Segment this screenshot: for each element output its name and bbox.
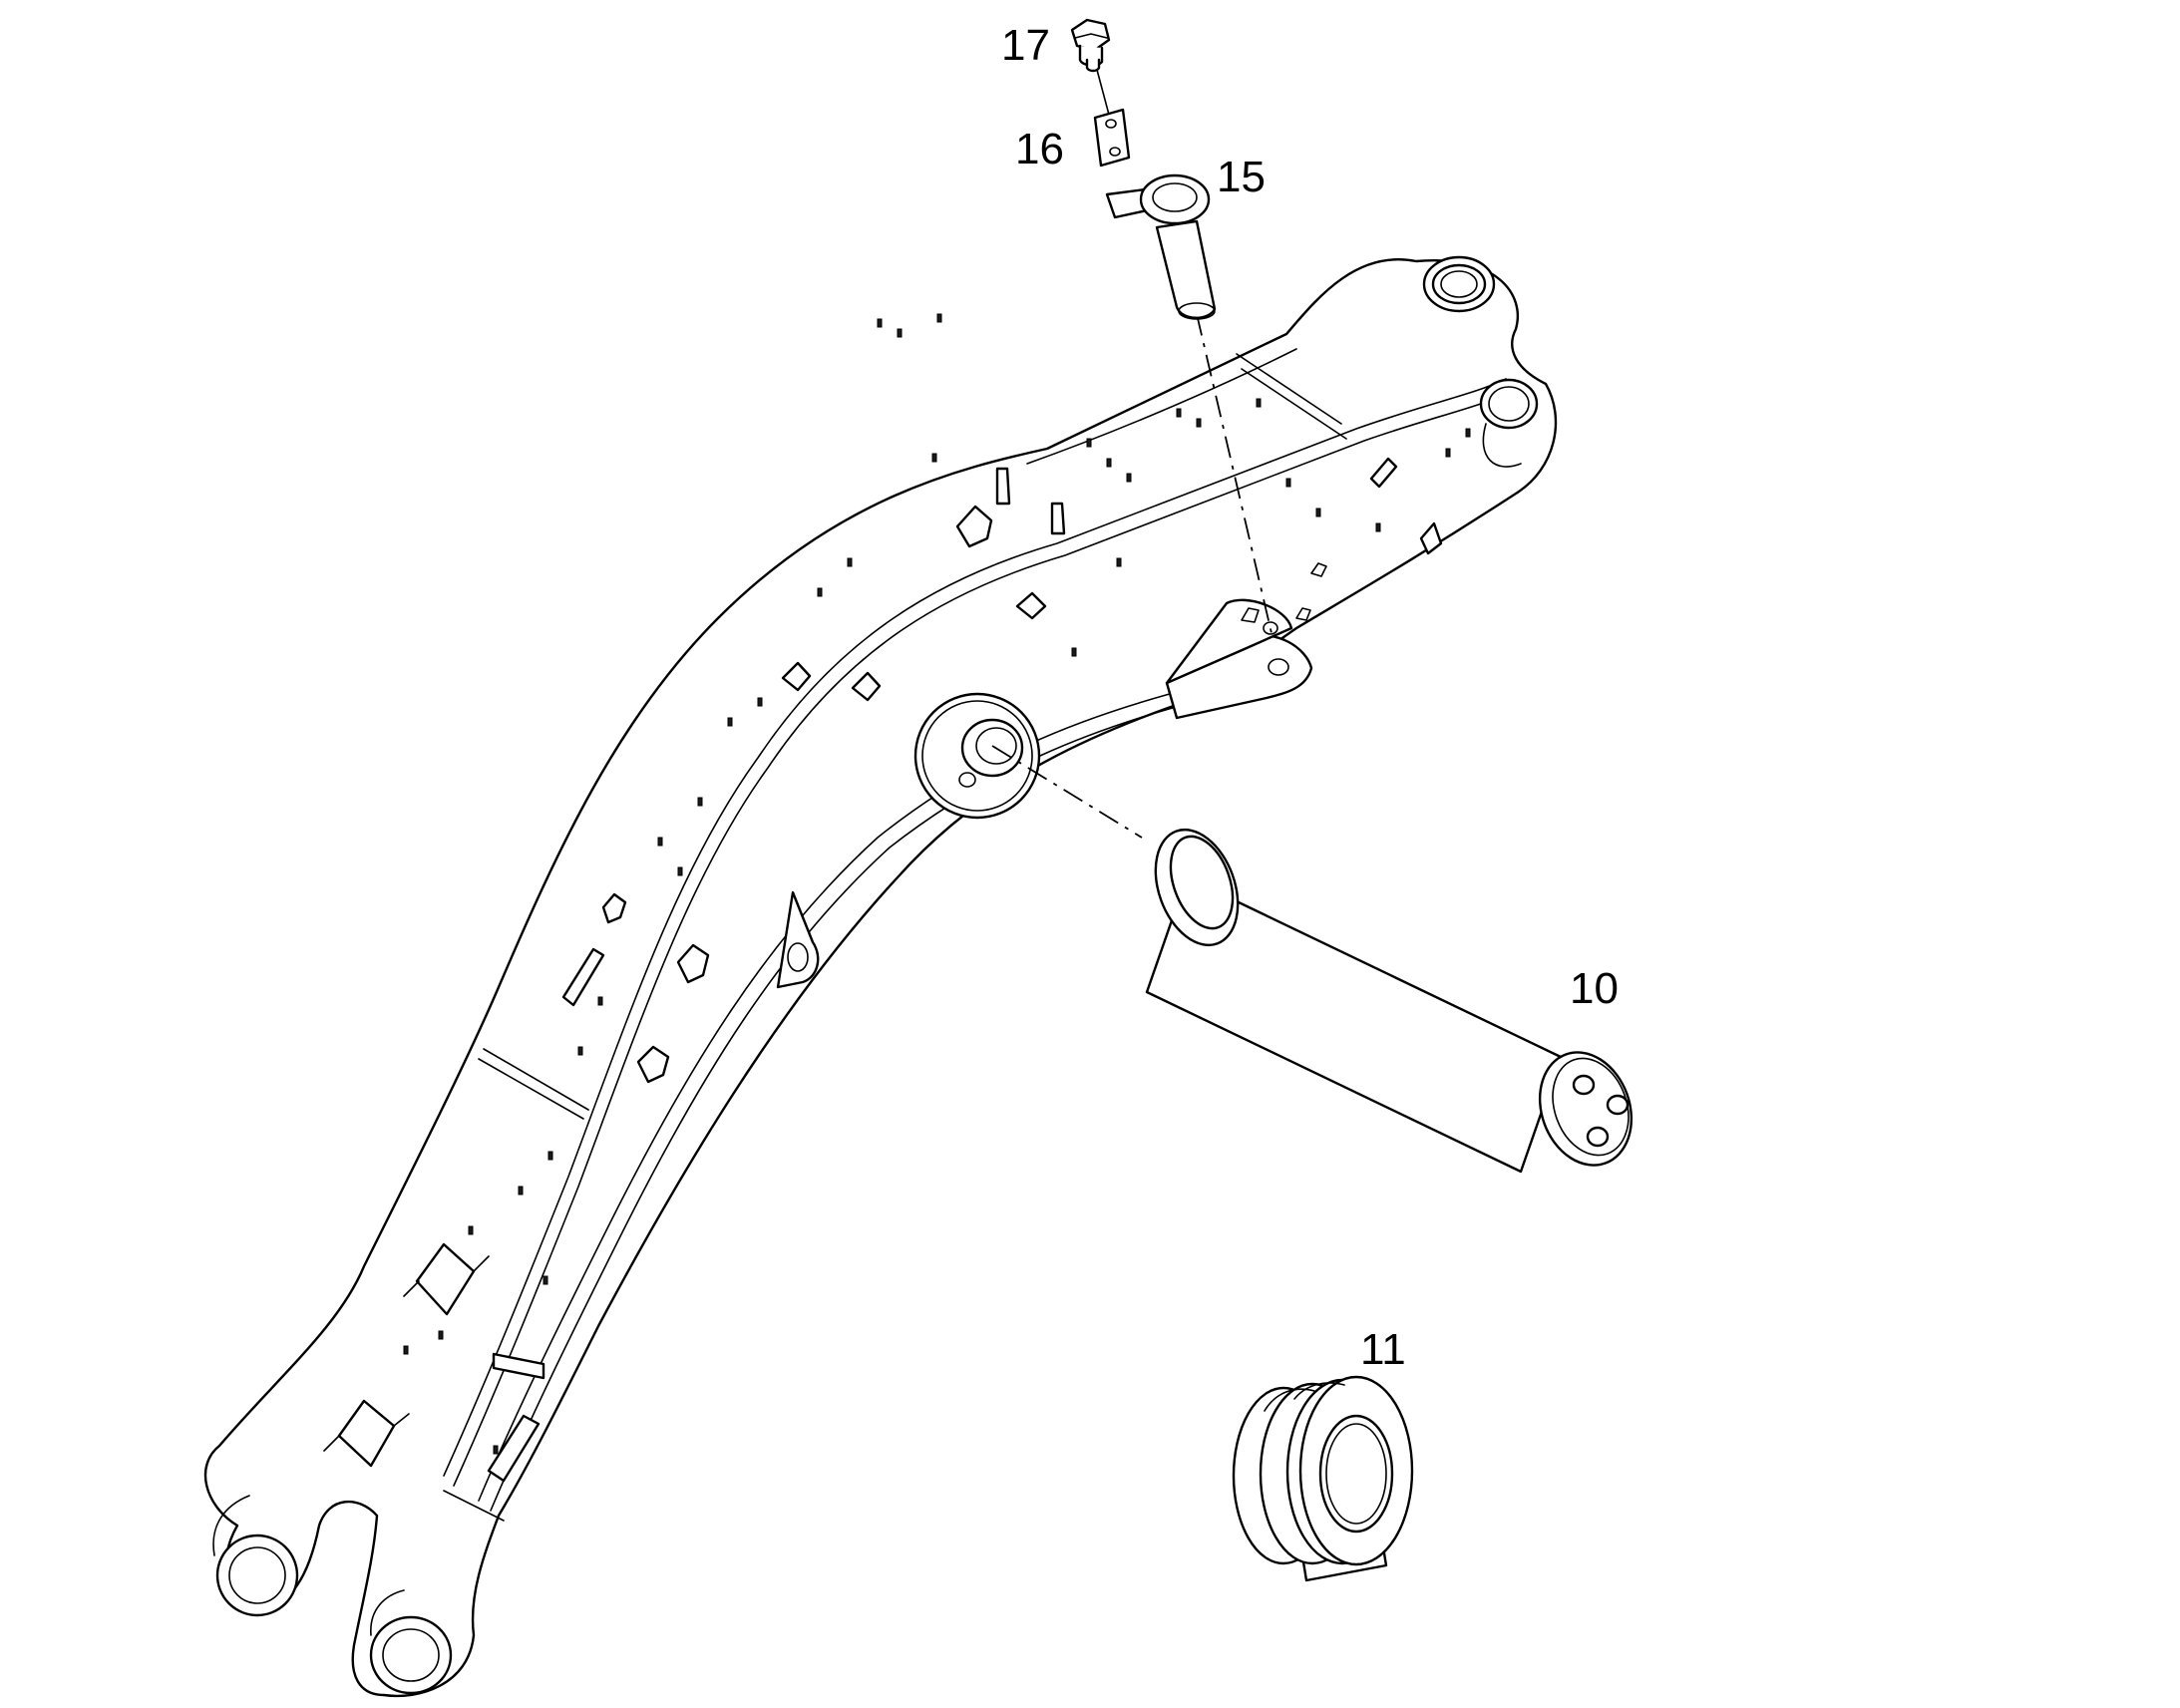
callout-10: 10 [1570,964,1619,1013]
alignment-line-pin-10 [991,745,1143,839]
boom-center-boss [913,692,1041,820]
slot-plate-1 [561,947,605,1007]
cylinder-bracket [1165,562,1327,720]
callout-17: 17 [1001,21,1050,70]
alignment-line-pin-15 [1196,313,1272,634]
alignment-line-bolt-17 [1096,69,1110,116]
callout-11: 11 [1360,1325,1406,1374]
slot-plate-4 [1369,457,1398,489]
mount-pad-1 [403,1242,490,1316]
part-17-bolt [1070,18,1111,73]
boom-cross-seam-2 [478,1058,584,1120]
boom-arm [203,255,1558,1698]
rivet-markers [403,313,1471,1455]
part-16-lock-plate [1093,108,1131,168]
slot-plate-3 [492,1352,545,1380]
lifting-eye [776,890,820,989]
boom-top-boss [1422,255,1496,313]
boom-upper-seam-2 [453,390,1513,1487]
slot-plate-2 [487,1414,541,1483]
part-15-pin [1105,173,1217,320]
slot-plate-5 [1419,521,1443,555]
part-10-long-pin [1145,828,1634,1174]
boom-cross-seam-5 [443,1490,505,1522]
boom-cross-seam-3 [1236,353,1342,425]
callout-16: 16 [1015,125,1064,173]
boom-cross-seam-4 [1241,368,1347,440]
block-group [601,467,1066,1084]
boom-foot-lug-right [369,1589,453,1695]
pin-end-bolt-heads [1572,1074,1630,1148]
boom-upper-seam [443,378,1507,1477]
boom-side-boss [1479,378,1539,468]
part-11-bushing [1232,1375,1414,1582]
mount-pad-2 [323,1399,410,1468]
boom-foot-lug-left [212,1495,299,1617]
boom-cross-seam-1 [483,1048,589,1111]
callout-15: 15 [1217,153,1266,201]
